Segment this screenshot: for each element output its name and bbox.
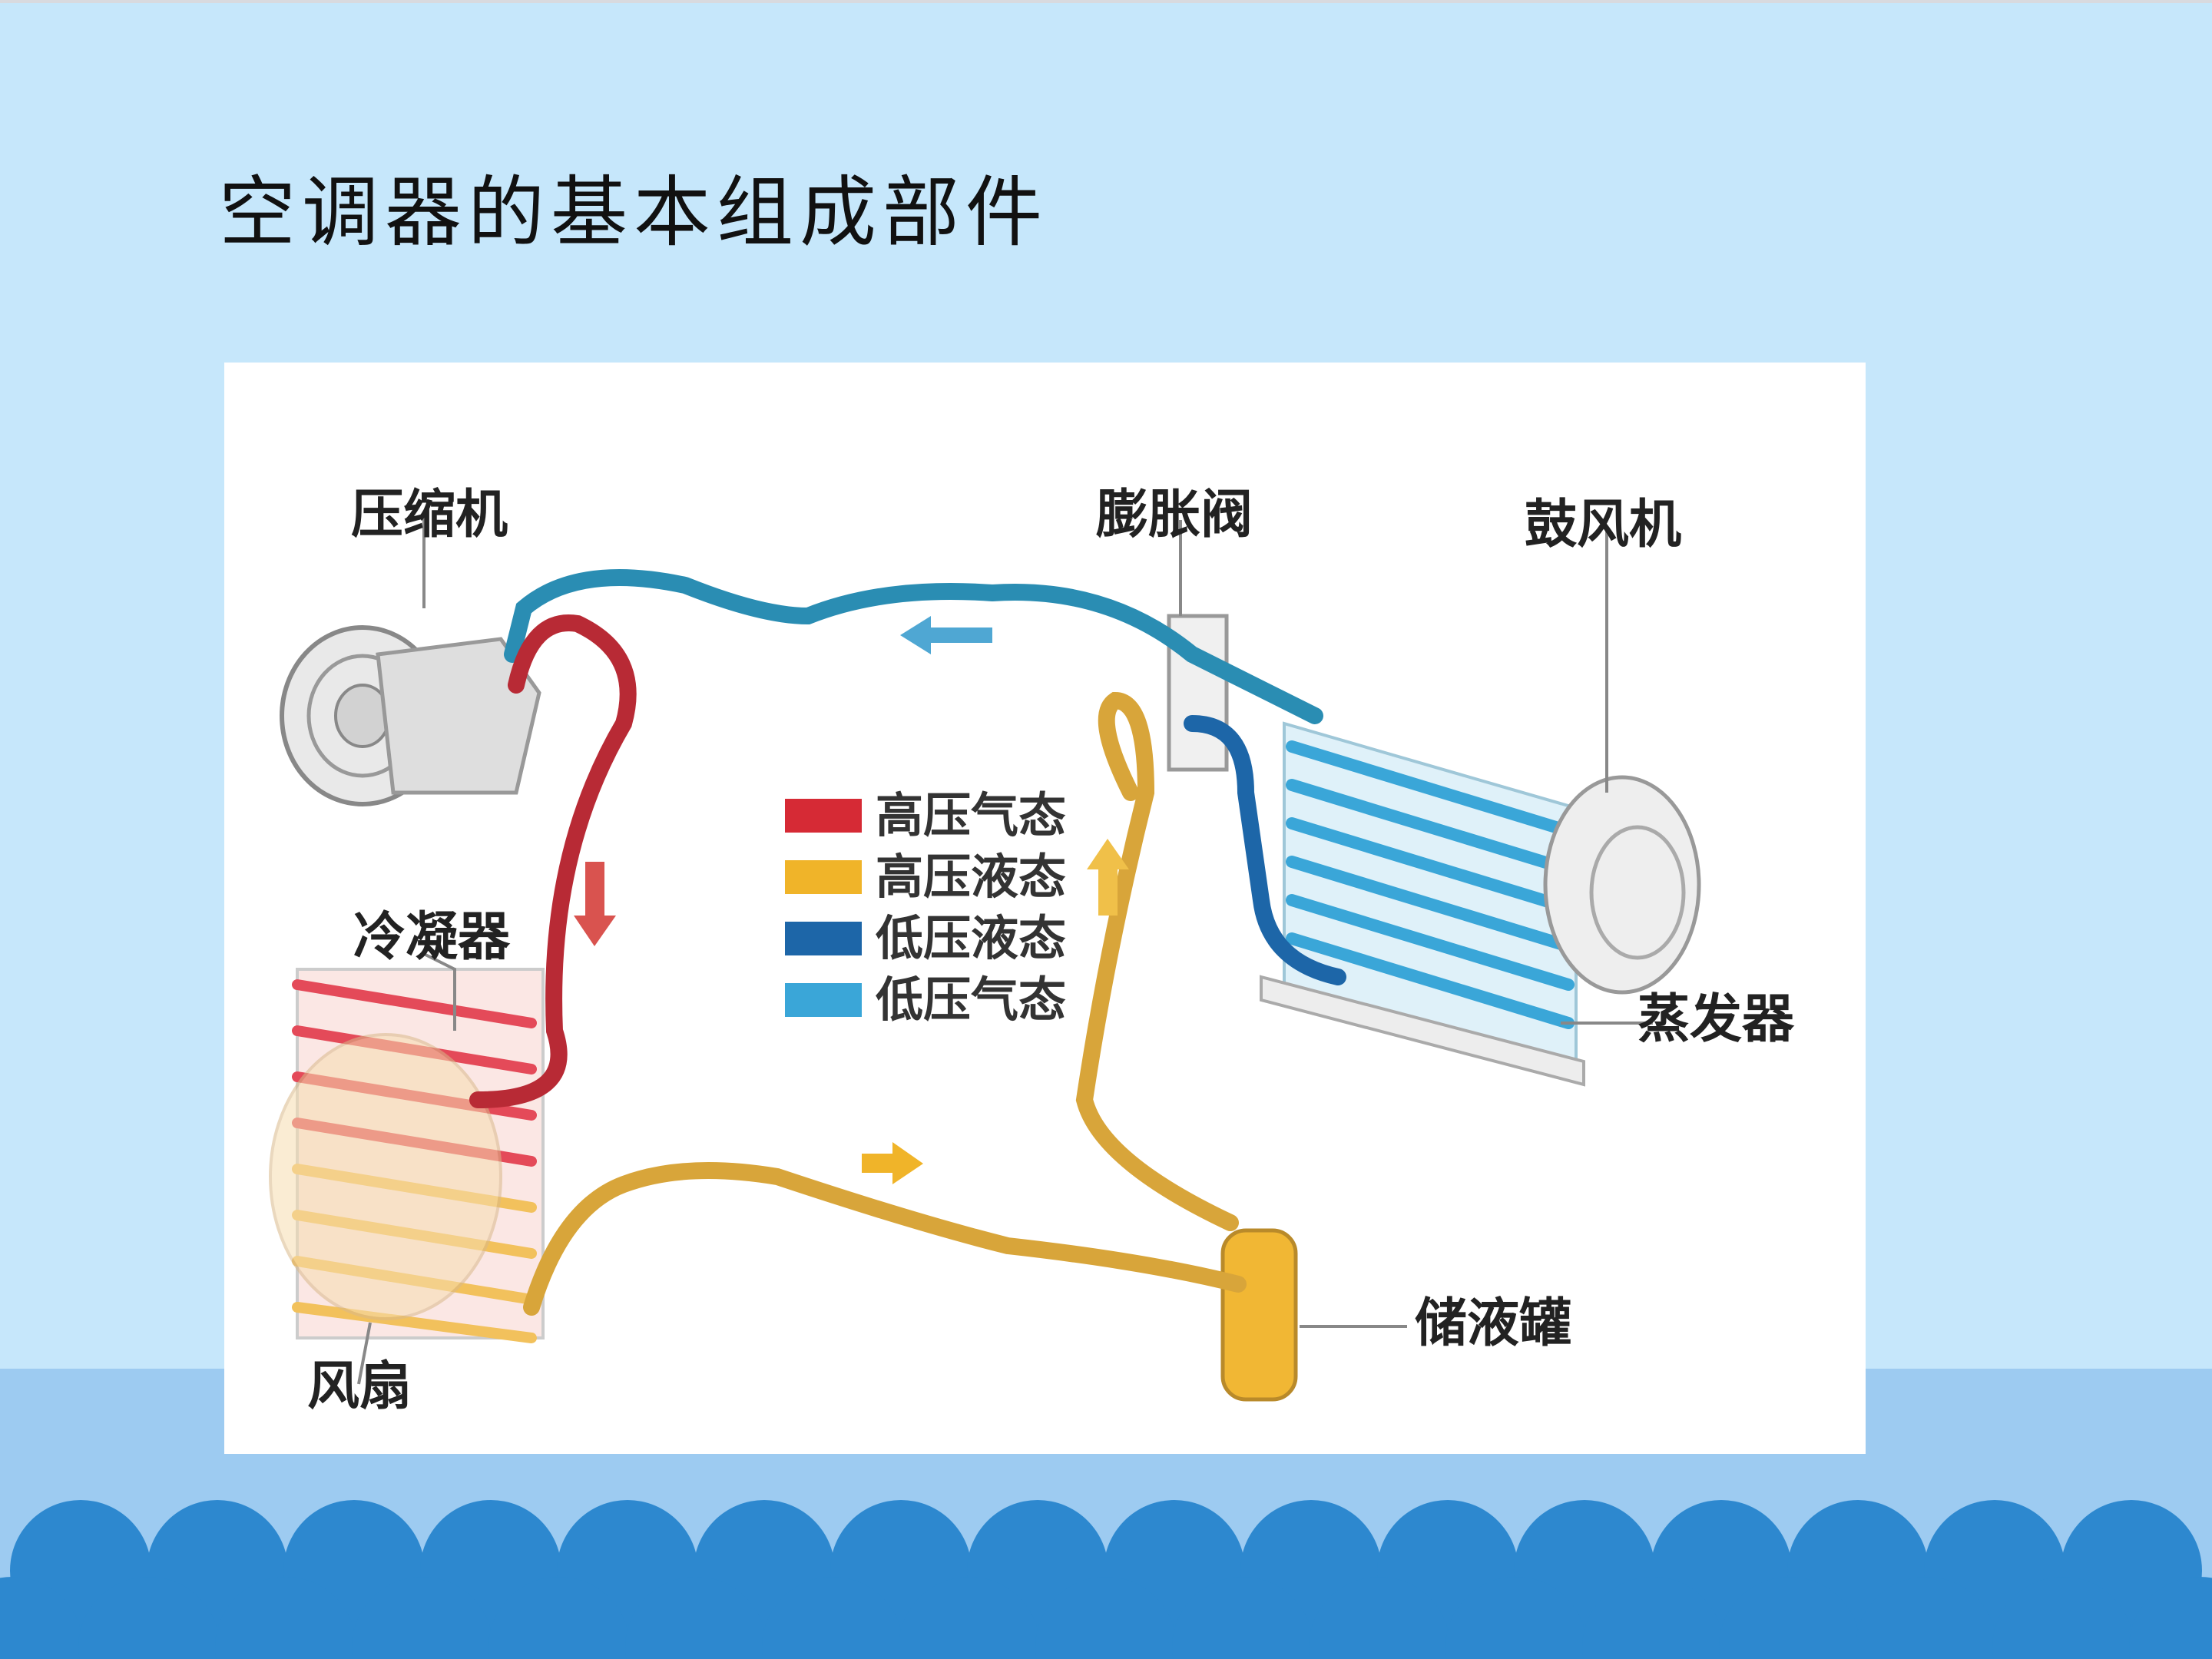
label-blower: 鼓风机 (1525, 495, 1682, 555)
label-fan: 风扇 (307, 1356, 412, 1417)
flow-arrow-right-icon (862, 1142, 923, 1184)
label-receiver-drier: 储液罐 (1415, 1293, 1572, 1354)
legend-swatch (785, 922, 862, 955)
label-compressor: 压缩机 (351, 485, 508, 545)
legend: 高压气态 高压液态 低压液态 低压气态 (785, 785, 1066, 1031)
condenser-illustration (269, 968, 545, 1343)
pipe-high-pressure-gas (469, 614, 637, 1108)
top-divider (0, 0, 2212, 3)
receiver-drier-illustration (1220, 1228, 1298, 1402)
evaporator-illustration (1260, 721, 1701, 1087)
pipe-high-pressure-liquid (523, 1162, 1247, 1316)
scallop-decoration (0, 1500, 2212, 1659)
legend-swatch (785, 983, 862, 1017)
flow-arrow-down-icon (574, 862, 616, 946)
legend-item-low-pressure-liquid: 低压液态 (785, 908, 1066, 969)
label-evaporator: 蒸发器 (1637, 989, 1795, 1050)
flow-arrow-up-icon (1087, 839, 1129, 916)
pipe-low-pressure-liquid (1184, 715, 1346, 985)
expansion-valve-illustration (1167, 614, 1229, 772)
compressor-illustration (280, 625, 541, 806)
flow-arrow-left-icon (900, 616, 992, 654)
label-expansion-valve: 膨胀阀 (1096, 485, 1253, 545)
pipe-high-pressure-liquid-rising (1075, 691, 1239, 1231)
legend-swatch (785, 860, 862, 894)
legend-item-high-pressure-gas: 高压气态 (785, 785, 1066, 846)
legend-swatch (785, 799, 862, 833)
ac-system-diagram: 压缩机 膨胀阀 鼓风机 冷凝器 蒸发器 储液罐 风扇 高压气态 高压液态 低压液… (224, 363, 1866, 1454)
legend-item-high-pressure-liquid: 高压液态 (785, 846, 1066, 908)
legend-item-low-pressure-gas: 低压气态 (785, 969, 1066, 1031)
pipe-low-pressure-gas (504, 569, 1323, 724)
label-condenser: 冷凝器 (353, 907, 511, 968)
slide-title: 空调器的基本组成部件 (219, 167, 1048, 257)
